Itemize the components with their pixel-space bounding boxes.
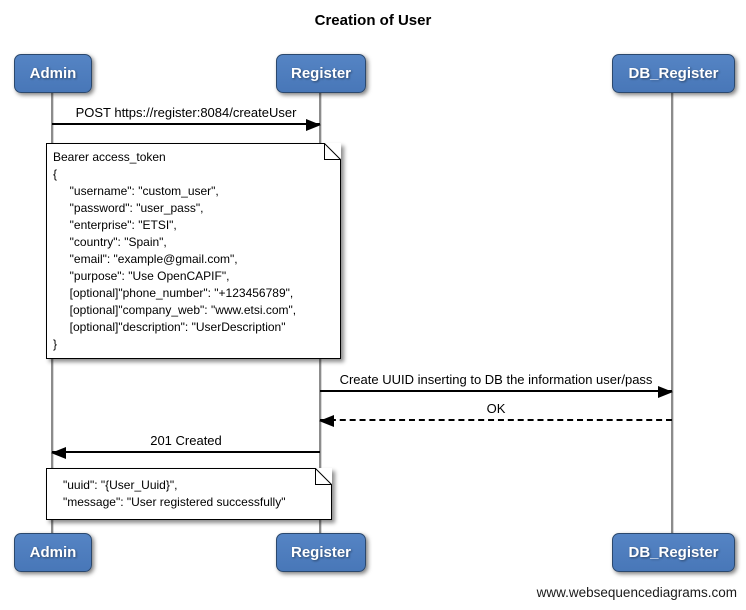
watermark: www.websequencediagrams.com (536, 585, 737, 600)
actor-label: Admin (29, 65, 77, 82)
message-label: OK (486, 401, 506, 416)
message-201-created: 201 Created (51, 433, 320, 459)
actor-db-register-bottom: DB_Register (612, 533, 735, 572)
message-label: Create UUID inserting to DB the informat… (339, 372, 653, 387)
message-create-uuid: Create UUID inserting to DB the informat… (320, 372, 673, 398)
actor-admin-bottom: Admin (14, 533, 92, 572)
message-post-createuser: POST https://register:8084/createUser (52, 105, 321, 131)
arrow-line (51, 447, 320, 459)
note-line: "country": "Spain", (53, 235, 167, 249)
note-line: } (53, 337, 58, 351)
arrowhead-left-icon (51, 447, 66, 459)
note-line: "username": "custom_user", (53, 184, 219, 198)
actor-label: DB_Register (628, 65, 719, 82)
note-line: "email": "example@gmail.com", (53, 252, 238, 266)
arrow-line (320, 386, 673, 398)
arrow-line (52, 119, 321, 131)
arrowhead-left-icon (319, 415, 334, 427)
note-line: [optional]"phone_number": "+123456789", (53, 286, 294, 300)
lifeline-db-register (671, 92, 674, 533)
message-label: 201 Created (150, 433, 222, 448)
note-line: { (53, 167, 58, 181)
arrow-line-dashed (319, 415, 672, 427)
note-fold-icon (315, 468, 332, 485)
actor-register-bottom: Register (276, 533, 366, 572)
note-line: "uuid": "{User_Uuid}", (53, 478, 178, 492)
note-line: "enterprise": "ETSI", (53, 218, 177, 232)
actor-register-top: Register (276, 54, 366, 93)
note-line: "password": "user_pass", (53, 201, 204, 215)
actor-label: DB_Register (628, 544, 719, 561)
note-fold-icon (324, 143, 341, 160)
note-line: "message": "User registered successfully… (53, 495, 286, 509)
note-line: "purpose": "Use OpenCAPIF", (53, 269, 230, 283)
actor-db-register-top: DB_Register (612, 54, 735, 93)
arrowhead-right-icon (306, 119, 321, 131)
actor-label: Admin (29, 544, 77, 561)
note-line: [optional]"description": "UserDescriptio… (53, 320, 286, 334)
message-ok: OK (319, 401, 672, 427)
note-line: [optional]"company_web": "www.etsi.com", (53, 303, 297, 317)
actor-label: Register (290, 65, 352, 82)
note-line: Bearer access_token (53, 150, 166, 164)
diagram-title: Creation of User (314, 12, 432, 29)
actor-admin-top: Admin (14, 54, 92, 93)
message-label: POST https://register:8084/createUser (75, 105, 297, 120)
note-response-payload: "uuid": "{User_Uuid}", "message": "User … (46, 468, 332, 520)
arrowhead-right-icon (658, 386, 673, 398)
note-request-payload: Bearer access_token { "username": "custo… (46, 143, 341, 359)
actor-label: Register (290, 544, 352, 561)
